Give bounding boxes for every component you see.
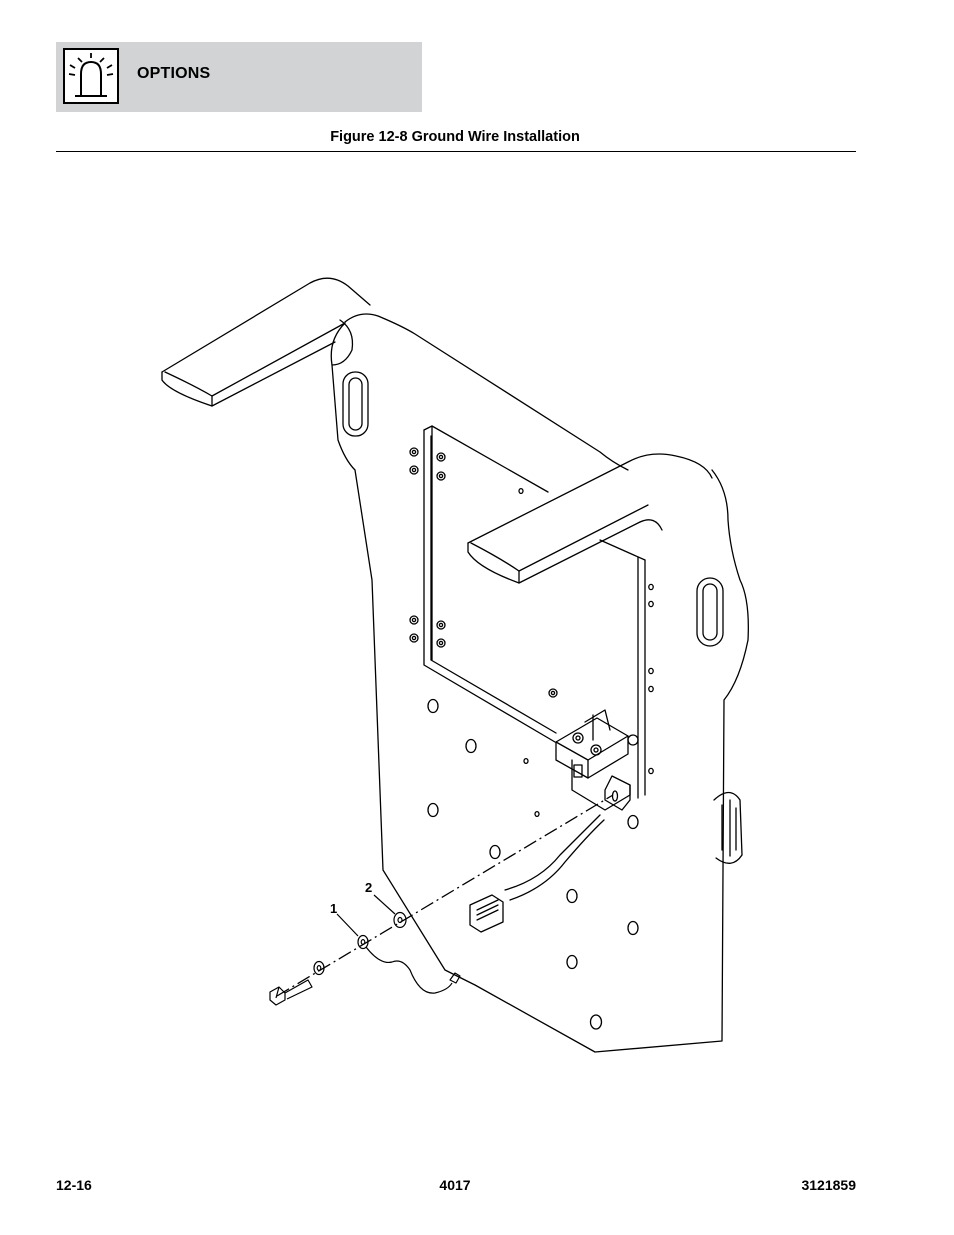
model-number: 4017: [439, 1177, 471, 1193]
figure-caption: Figure 12-8 Ground Wire Installation: [330, 129, 580, 145]
beacon-light-icon: [63, 48, 119, 104]
section-title: OPTIONS: [137, 65, 211, 82]
manual-number: 3121859: [801, 1177, 856, 1193]
page-number: 12-16: [56, 1177, 92, 1193]
section-header: OPTIONS: [56, 42, 422, 112]
callout-2: 2: [365, 880, 372, 895]
caption-divider: [56, 151, 856, 152]
callout-1: 1: [330, 901, 337, 916]
